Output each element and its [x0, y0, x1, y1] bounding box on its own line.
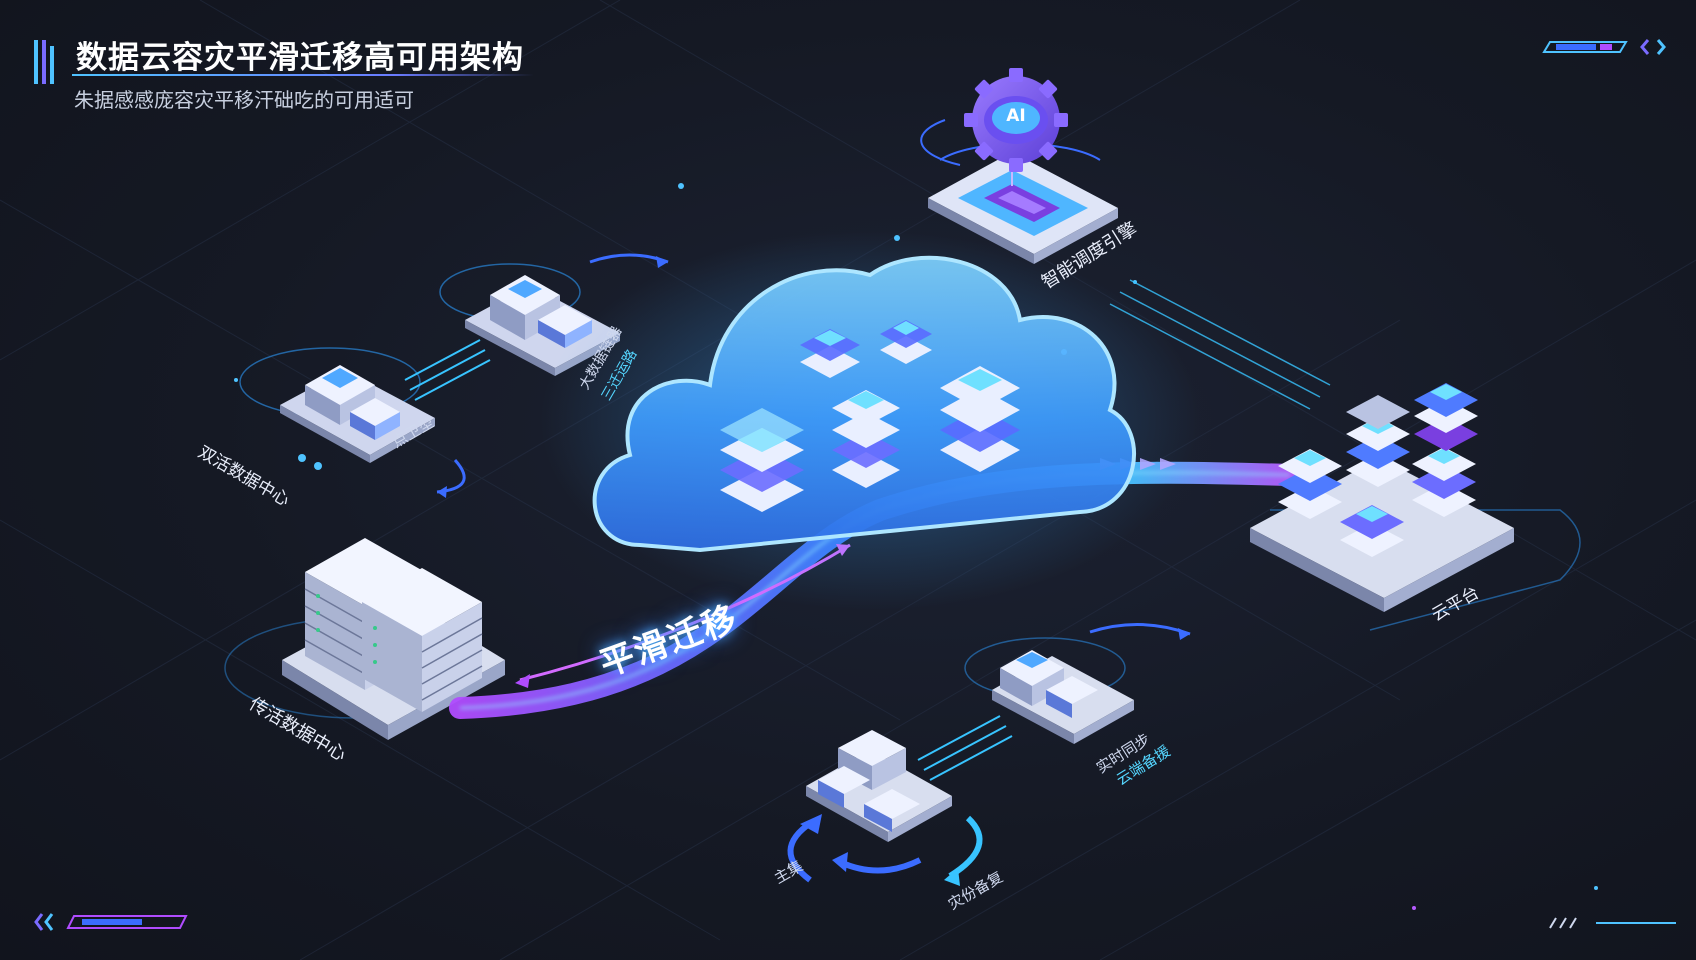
corner-deco-top-right — [1542, 39, 1666, 55]
cloud-server-stack-4 — [800, 329, 860, 378]
ai-engine-node — [920, 68, 1331, 410]
corner-deco-bottom-left — [34, 913, 188, 931]
primary-backup-node — [787, 730, 983, 886]
traditional-dc-node — [224, 538, 505, 740]
active-active-dc-node — [239, 339, 491, 498]
cloud-server-stack-1 — [720, 408, 804, 512]
page-subtitle: 朱据感感庞容灾平移汗础吃的可用适可 — [74, 88, 414, 112]
cloud-server-stack-2 — [832, 390, 900, 488]
gear-icon — [964, 68, 1068, 172]
cloud-platform-node — [1250, 383, 1581, 631]
page-title: 数据云容灾平滑迁移高可用架构 — [76, 40, 524, 76]
cloud-server-stack-5 — [880, 320, 932, 364]
realtime-sync-node — [917, 622, 1191, 781]
brand-logo-bars — [34, 40, 54, 84]
ai-badge: AI — [1006, 106, 1026, 126]
cloud-core — [540, 230, 1200, 610]
corner-deco-bottom-right — [1549, 917, 1676, 929]
cloud-server-stack-3 — [940, 366, 1020, 472]
title-underline — [72, 74, 534, 76]
